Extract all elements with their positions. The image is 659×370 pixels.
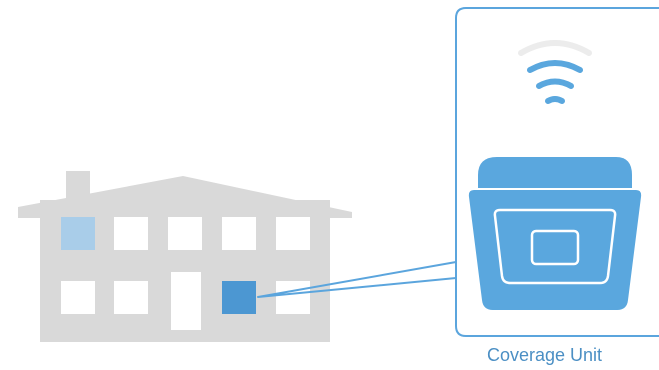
house-window	[61, 281, 95, 314]
house-window	[276, 281, 310, 314]
wifi-bar-4-faint	[521, 43, 589, 53]
coverage-unit-caption: Coverage Unit	[430, 345, 659, 365]
house-window	[114, 217, 148, 250]
device-top	[478, 157, 632, 188]
house-window	[168, 217, 202, 250]
device-body	[469, 190, 641, 310]
house-window	[114, 281, 148, 314]
house-door	[171, 272, 201, 330]
house-window-highlighted-light	[61, 217, 95, 250]
wifi-bar-2	[539, 82, 571, 87]
house-window	[222, 217, 256, 250]
wifi-bar-1	[548, 99, 562, 101]
wifi-signal-icon	[521, 43, 589, 101]
house-icon	[18, 171, 352, 342]
house-window-highlighted	[222, 281, 256, 314]
house-window	[276, 217, 310, 250]
wifi-bar-3	[530, 63, 580, 70]
coverage-unit-device-icon	[469, 157, 641, 310]
